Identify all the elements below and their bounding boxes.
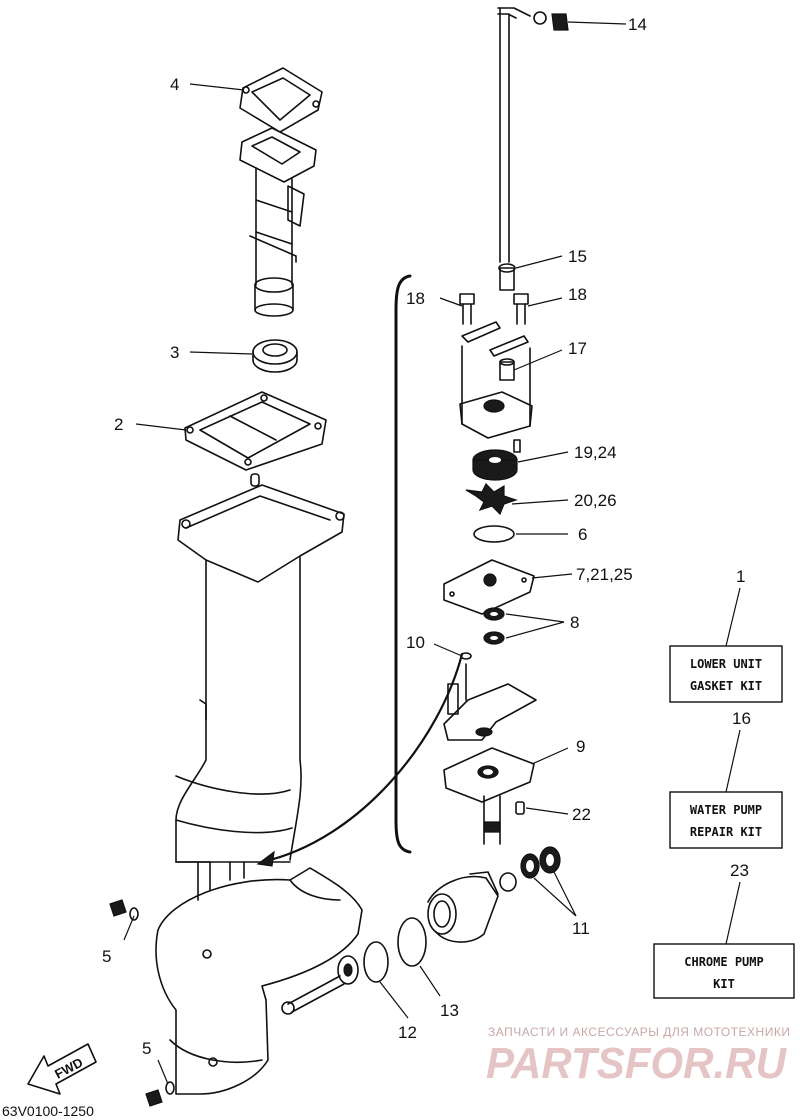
- leader-lines: [123, 21, 741, 1085]
- pump-plates-part: [461, 321, 529, 381]
- kit-chrome-pump-line2: KIT: [713, 977, 735, 991]
- diagram-code: 63V0100-1250: [2, 1103, 94, 1119]
- watermark-caption: ЗАПЧАСТИ И АКСЕССУАРЫ ДЛЯ МОТОТЕХНИКИ: [488, 1025, 790, 1039]
- callout-17: 17: [568, 339, 587, 358]
- callout-23: 23: [730, 861, 749, 880]
- kit-lower-unit-line2: GASKET KIT: [690, 679, 762, 693]
- callout-6: 6: [578, 525, 587, 544]
- callout-5-lower: 5: [142, 1039, 151, 1058]
- thrust-washer-part: [337, 955, 359, 985]
- callout-5-upper: 5: [102, 947, 111, 966]
- kit-chrome-pump-line1: CHROME PUMP: [684, 955, 763, 969]
- watermark-brand: PARTSFOR.RU: [486, 1039, 787, 1088]
- fwd-arrow: FWD: [27, 1043, 97, 1095]
- oil-seal-housing-part: [443, 663, 537, 741]
- callout-10: 10: [406, 633, 425, 652]
- seals-11-part: [499, 846, 561, 892]
- kit-water-pump-line1: WATER PUMP: [690, 803, 762, 817]
- callout-14: 14: [628, 15, 647, 34]
- lower-casing-part: [175, 484, 345, 863]
- kit-box-water-pump: WATER PUMP REPAIR KIT: [669, 791, 783, 849]
- callout-13: 13: [440, 1001, 459, 1020]
- drive-shaft-housing-part: [239, 127, 317, 317]
- callout-4: 4: [170, 75, 179, 94]
- dowel-pin-part: [250, 473, 260, 487]
- impeller-part: [465, 482, 518, 516]
- callout-18-right: 18: [568, 285, 587, 304]
- callout-20-26: 20,26: [574, 491, 617, 510]
- o-ring-12-part: [363, 941, 389, 983]
- callout-12: 12: [398, 1023, 417, 1042]
- o-ring-13-part: [397, 917, 427, 967]
- callout-8: 8: [570, 613, 579, 632]
- oil-seals-8-part: [483, 607, 505, 645]
- collar-22-part: [515, 801, 525, 815]
- kit-water-pump-line2: REPAIR KIT: [690, 825, 762, 839]
- upper-gasket-part: [239, 67, 323, 133]
- bolt-right-part: [513, 293, 529, 325]
- pump-insert-part: [472, 449, 518, 481]
- screw-5b-part: [145, 1081, 175, 1107]
- callout-11: 11: [572, 919, 590, 938]
- assembly-arrow: [260, 652, 464, 864]
- pump-housing-part: [459, 345, 533, 453]
- screw-5a-part: [109, 899, 139, 921]
- prop-shaft-housing-part: [427, 871, 499, 943]
- outer-plate-part: [443, 559, 535, 615]
- callout-15: 15: [568, 247, 587, 266]
- callout-18-left: 18: [406, 289, 425, 308]
- bolt-left-part: [459, 293, 475, 325]
- callout-9: 9: [576, 737, 585, 756]
- callout-22: 22: [572, 805, 591, 824]
- callout-3: 3: [170, 343, 179, 362]
- o-ring-part: [473, 525, 515, 543]
- gasket-9-part: [443, 747, 535, 803]
- water-pump-bracket: [394, 274, 412, 854]
- callout-1: 1: [736, 567, 745, 586]
- callout-2: 2: [114, 415, 123, 434]
- callout-19-24: 19,24: [574, 443, 617, 462]
- lower-gasket-part: [184, 391, 327, 471]
- water-tube-part: [497, 7, 569, 291]
- kit-box-lower-unit: LOWER UNIT GASKET KIT: [669, 645, 783, 703]
- oil-seal-part: [252, 339, 298, 373]
- callout-16: 16: [732, 709, 751, 728]
- callout-7-21-25: 7,21,25: [576, 565, 633, 584]
- kit-lower-unit-line1: LOWER UNIT: [690, 657, 762, 671]
- drive-shaft-part: [483, 795, 501, 845]
- gearcase-part: [155, 861, 363, 1095]
- callout-labels: 4 3 2 5 5 14 15 18 18 17 19,24 20,26 6 7…: [102, 15, 751, 1058]
- kit-box-chrome-pump: CHROME PUMP KIT: [653, 943, 795, 999]
